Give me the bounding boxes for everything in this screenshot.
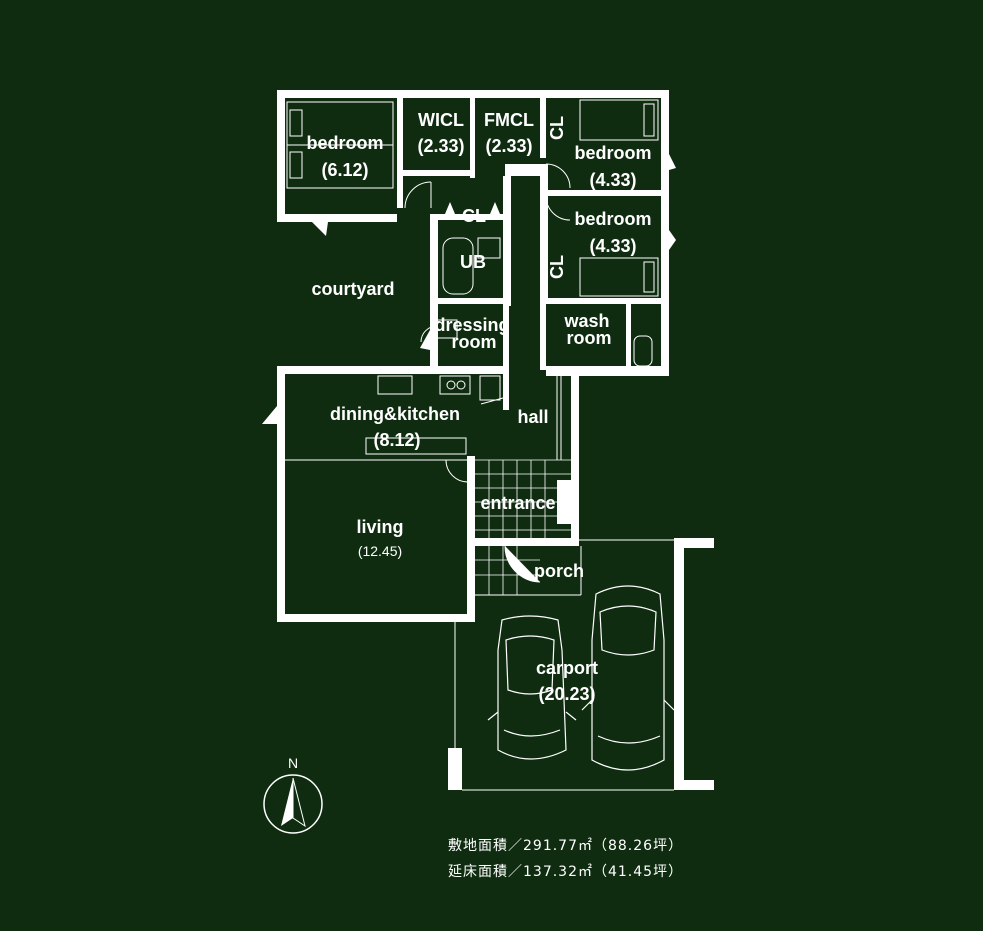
outline-lines xyxy=(285,374,674,791)
floor-area-text: 延床面積／137.32㎡（41.45坪） xyxy=(448,864,683,880)
ub-label: UB xyxy=(460,252,486,272)
door-triangles xyxy=(262,154,676,424)
living-size: (12.45) xyxy=(358,543,402,559)
car-right xyxy=(581,585,675,771)
entrance-label: entrance xyxy=(480,493,555,513)
carport-size: (20.23) xyxy=(538,684,595,704)
fmcl-size: (2.33) xyxy=(485,136,532,156)
dressing-room-label-2: room xyxy=(452,332,497,352)
bedroom-main-label: bedroom xyxy=(306,133,383,153)
carport-label: carport xyxy=(536,658,598,678)
bedroom-main-size: (6.12) xyxy=(321,160,368,180)
cl-top-label: CL xyxy=(547,116,567,140)
car-left xyxy=(487,615,577,760)
site-area-text: 敷地面積／291.77㎡（88.26坪） xyxy=(448,838,683,854)
fmcl-label: FMCL xyxy=(484,110,534,130)
bedroom-e-label: bedroom xyxy=(574,209,651,229)
doors xyxy=(404,163,571,583)
bedroom-ne-label: bedroom xyxy=(574,143,651,163)
compass-north-label: N xyxy=(288,755,298,771)
cl-right-label: CL xyxy=(547,255,567,279)
hall-label: hall xyxy=(517,407,548,427)
courtyard-label: courtyard xyxy=(311,279,394,299)
north-compass: N xyxy=(263,755,323,834)
wicl-size: (2.33) xyxy=(417,136,464,156)
tile-grid xyxy=(475,459,571,595)
dining-kitchen-label: dining&kitchen xyxy=(330,404,460,424)
wash-room-label-2: room xyxy=(567,328,612,348)
wicl-label: WICL xyxy=(418,110,464,130)
area-summary: 敷地面積／291.77㎡（88.26坪） 延床面積／137.32㎡（41.45坪… xyxy=(448,838,683,880)
living-label: living xyxy=(356,517,403,537)
dressing-room-label-1: dressing xyxy=(434,315,509,335)
walls xyxy=(277,90,714,790)
bedroom-e-size: (4.33) xyxy=(589,236,636,256)
room-labels: bedroom (6.12) WICL (2.33) FMCL (2.33) b… xyxy=(306,110,651,704)
porch-label: porch xyxy=(534,561,584,581)
furniture xyxy=(286,99,659,455)
bedroom-ne-size: (4.33) xyxy=(589,170,636,190)
cl-center-label: CL xyxy=(462,206,486,226)
wash-room-label-1: wash xyxy=(563,311,609,331)
dining-kitchen-size: (8.12) xyxy=(373,430,420,450)
